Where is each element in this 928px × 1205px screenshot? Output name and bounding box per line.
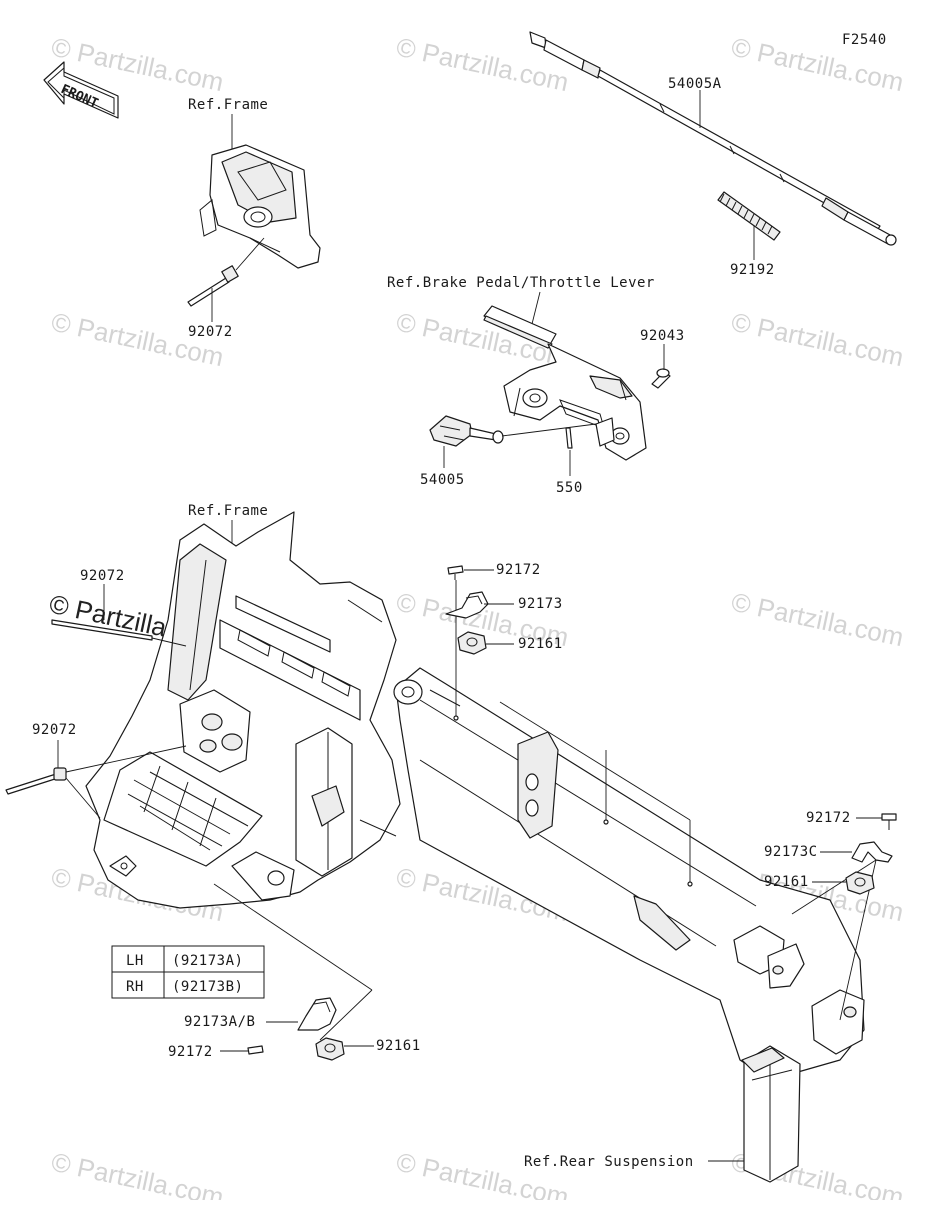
part-label-92173AB: 92173A/B: [184, 1014, 255, 1030]
part-label-92172-top: 92172: [496, 562, 541, 578]
ref-brake-pedal-label: Ref.Brake Pedal/Throttle Lever: [387, 275, 655, 291]
part-label-92173C: 92173C: [764, 844, 818, 860]
part-label-92161-bottom: 92161: [376, 1038, 421, 1054]
table-cell-side: LH: [126, 953, 144, 969]
ref-frame-top-label: Ref.Frame: [188, 97, 268, 113]
cable-end-54005: 54005: [420, 415, 597, 488]
watermark: © Partzilla.com: [49, 1147, 227, 1200]
part-label-92072-left-b: 92072: [32, 722, 77, 738]
main-frame: Ref.Frame: [85, 503, 401, 909]
cable-tie-92072-left-b: 92072: [5, 722, 187, 819]
ref-frame-main-label: Ref.Frame: [188, 503, 268, 519]
rear-frame: [393, 580, 877, 1183]
part-label-92161-top: 92161: [518, 636, 563, 652]
cable-54005A: 54005A: [529, 31, 897, 246]
front-arrow-icon: FRONT: [43, 61, 119, 119]
watermark: © Partzilla.com: [729, 307, 907, 373]
brake-lever-assembly: Ref.Brake Pedal/Throttle Lever: [387, 275, 655, 461]
part-label-92192: 92192: [730, 262, 775, 278]
part-label-92173-top: 92173: [518, 596, 563, 612]
diagram-code: F2540: [842, 32, 887, 48]
part-label-92072-top: 92072: [188, 324, 233, 340]
bolt-92043: 92043: [640, 328, 685, 389]
part-label-92161-right: 92161: [764, 874, 809, 890]
table-cell-part: (92173B): [172, 979, 243, 995]
frame-bracket-top: Ref.Frame: [188, 97, 321, 269]
table-cell-part: (92173A): [172, 953, 243, 969]
part-label-92172-right: 92172: [806, 810, 851, 826]
part-label-54005A: 54005A: [668, 76, 722, 92]
clamp-group-bottom: 92173A/B 92172 92161: [168, 883, 421, 1061]
table-cell-side: RH: [126, 979, 144, 995]
side-table: LH (92173A) RH (92173B): [111, 945, 265, 999]
spring-92192: 92192: [717, 191, 781, 278]
part-label-92043: 92043: [640, 328, 685, 344]
ref-rear-suspension-label: Ref.Rear Suspension: [524, 1154, 694, 1170]
part-label-54005: 54005: [420, 472, 465, 488]
part-label-92172-bottom: 92172: [168, 1044, 213, 1060]
clamp-group-top: 92172 92173 92161: [445, 562, 563, 655]
watermark: © Partzilla.com: [729, 587, 907, 653]
cable-tie-92072-left-a: 92072: [51, 568, 187, 647]
clamp-group-right: 92172 92173C 92161: [764, 810, 897, 895]
part-label-550: 550: [556, 480, 583, 496]
part-label-92072-left-a: 92072: [80, 568, 125, 584]
pin-550: 550: [556, 427, 583, 496]
cable-tie-92072-top: 92072: [187, 237, 265, 340]
